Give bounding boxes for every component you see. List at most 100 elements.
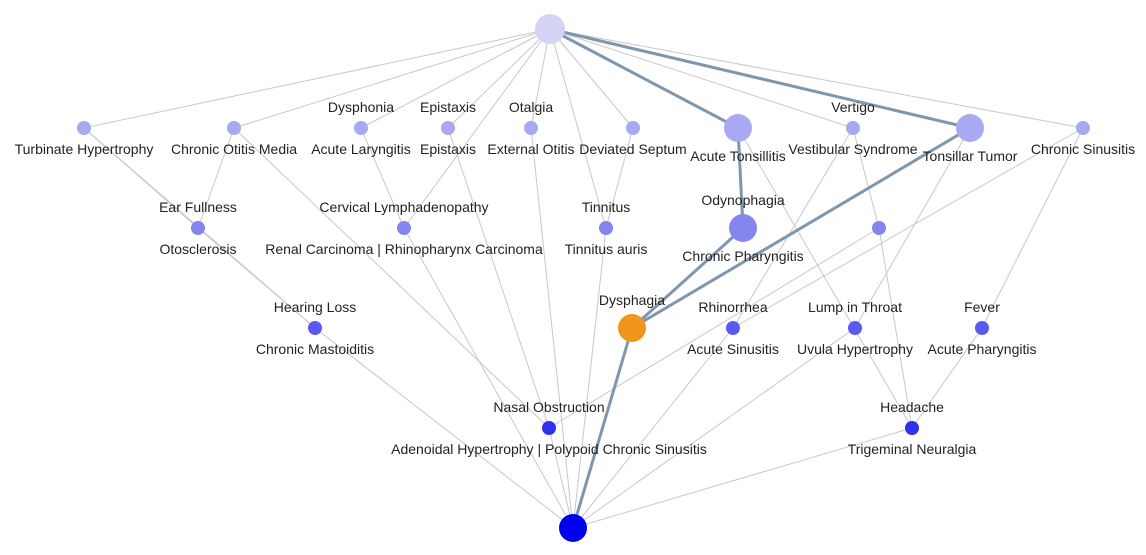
- edge-root-n2: [233, 28, 551, 129]
- edge-n2-n21: [233, 127, 550, 429]
- graph-node[interactable]: [441, 121, 455, 135]
- edge-n15-n21: [548, 227, 880, 429]
- node-label-below: Otosclerosis: [159, 241, 236, 257]
- edge-n6-n13: [605, 127, 634, 229]
- edge-root-n1: [83, 28, 551, 129]
- edge-n22-bottom: [572, 427, 913, 529]
- edge-n10-n20: [981, 127, 1084, 329]
- graph-node[interactable]: [726, 321, 740, 335]
- edge-root-n6: [549, 28, 634, 129]
- node-label-above: Odynophagia: [701, 192, 785, 208]
- node-label-above: Cervical Lymphadenopathy: [319, 199, 488, 215]
- node-label-below: Vestibular Syndrome: [788, 141, 917, 157]
- node-label-above: Otalgia: [509, 99, 554, 115]
- edge-n5-bottom: [530, 127, 574, 529]
- graph-node[interactable]: [535, 14, 565, 44]
- edge-root-n8: [549, 28, 854, 129]
- edge-root-n13: [549, 28, 607, 229]
- node-label-below: Tonsillar Tumor: [923, 148, 1018, 164]
- node-label-above: Headache: [880, 399, 944, 415]
- node-label-below: Acute Sinusitis: [687, 341, 779, 357]
- edge-n16-bottom: [314, 327, 574, 529]
- graph-node[interactable]: [724, 114, 752, 142]
- edge-n18-bottom: [572, 327, 734, 529]
- graph-node[interactable]: [905, 421, 919, 435]
- graph-node[interactable]: [227, 121, 241, 135]
- graph-node[interactable]: [524, 121, 538, 135]
- node-label-below: External Otitis: [487, 141, 574, 157]
- node-label-below: Adenoidal Hypertrophy | Polypoid Chronic…: [391, 441, 707, 457]
- highlighted-edge-n9-n17: [631, 126, 971, 330]
- edge-n8-n15: [852, 127, 880, 229]
- edge-n20-n22: [911, 327, 983, 429]
- graph-node[interactable]: [308, 321, 322, 335]
- edge-n8-n18: [732, 127, 854, 329]
- node-label-below: Chronic Sinusitis: [1031, 141, 1135, 157]
- node-label-below: Deviated Septum: [579, 141, 686, 157]
- node-label-below: Chronic Mastoiditis: [256, 341, 374, 357]
- node-label-above: Nasal Obstruction: [493, 399, 604, 415]
- graph-node[interactable]: [872, 221, 886, 235]
- edge-n9-n19: [854, 127, 971, 329]
- edge-root-n12: [403, 28, 551, 229]
- graph-node[interactable]: [354, 121, 368, 135]
- node-label-below: Trigeminal Neuralgia: [848, 441, 977, 457]
- graph-node[interactable]: [729, 214, 757, 242]
- highlighted-edge-root-n9: [549, 27, 971, 130]
- graph-node[interactable]: [848, 321, 862, 335]
- graph-node[interactable]: [975, 321, 989, 335]
- edge-n15-n22: [878, 227, 913, 429]
- node-label-below: Chronic Pharyngitis: [682, 248, 803, 264]
- labels-layer: Turbinate Hypertrophy Chronic Otitis Medi…: [15, 99, 1136, 457]
- node-label-below: Chronic Otitis Media: [171, 141, 297, 157]
- graph-node[interactable]: [397, 221, 411, 235]
- edge-n2-n11: [197, 127, 235, 229]
- highlighted-edge-n17-bottom: [571, 327, 634, 529]
- edge-root-n4: [447, 28, 551, 129]
- node-label-above: Lump in Throat: [808, 299, 902, 315]
- node-label-below: Epistaxis: [420, 141, 476, 157]
- edge-n7-n22: [737, 127, 913, 429]
- edge-n3-n12: [360, 127, 405, 229]
- edge-n12-bottom: [403, 227, 574, 529]
- node-label-below: Turbinate Hypertrophy: [15, 141, 154, 157]
- node-label-below: Acute Laryngitis: [311, 141, 411, 157]
- graph-node[interactable]: [191, 221, 205, 235]
- graph-node[interactable]: [956, 114, 984, 142]
- graph-node[interactable]: [542, 421, 556, 435]
- node-label-below: Renal Carcinoma | Rhinopharynx Carcinoma: [265, 241, 543, 257]
- edge-n21-bottom: [548, 427, 574, 529]
- node-label-above: Tinnitus: [582, 199, 631, 215]
- node-label-above: Ear Fullness: [159, 199, 237, 215]
- edge-n4-n21: [447, 127, 550, 429]
- node-label-above: Epistaxis: [420, 99, 476, 115]
- node-label-below: Tinnitus auris: [565, 241, 648, 257]
- graph-node[interactable]: [559, 514, 587, 542]
- selected-node[interactable]: [618, 314, 646, 342]
- highlighted-edge-n14-n17: [630, 226, 745, 330]
- edge-root-n5: [530, 28, 551, 129]
- node-label-above: Hearing Loss: [274, 299, 357, 315]
- highlighted-edge-root-n7: [549, 27, 739, 130]
- node-label-above: Dysphonia: [328, 99, 394, 115]
- node-label-above: Fever: [964, 299, 1000, 315]
- edge-n11-n16: [197, 227, 316, 329]
- edge-root-n10: [549, 28, 1084, 129]
- graph-node[interactable]: [846, 121, 860, 135]
- node-label-below: Uvula Hypertrophy: [797, 341, 913, 357]
- edge-n13-bottom: [572, 227, 607, 529]
- node-label-above: Rhinorrhea: [698, 299, 767, 315]
- edge-n19-bottom: [572, 327, 856, 529]
- edge-root-n3: [360, 28, 551, 129]
- node-label-above: Vertigo: [831, 99, 875, 115]
- graph-node[interactable]: [626, 121, 640, 135]
- graph-node[interactable]: [1076, 121, 1090, 135]
- node-label-above: Dysphagia: [599, 292, 665, 308]
- nodes-layer: [77, 14, 1090, 542]
- edges-layer: [83, 27, 1084, 529]
- node-label-below: Acute Pharyngitis: [928, 341, 1037, 357]
- graph-node[interactable]: [599, 221, 613, 235]
- graph-node[interactable]: [77, 121, 91, 135]
